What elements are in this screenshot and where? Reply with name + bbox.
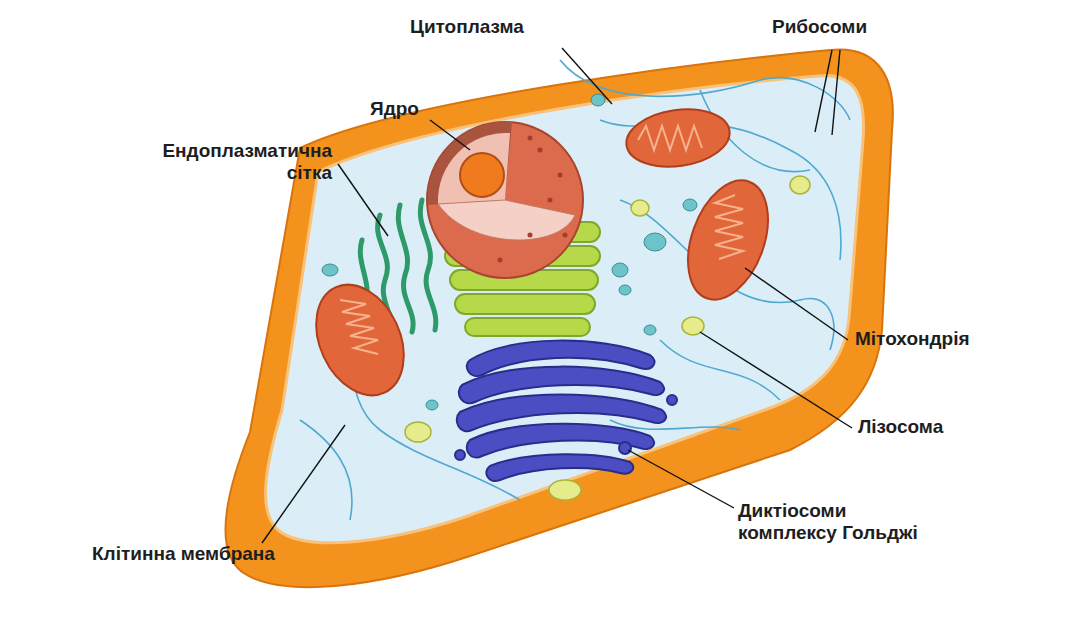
part-label: Ендоплазматична сітка: [132, 140, 332, 184]
part-label: Рибосоми: [772, 16, 912, 38]
vesicle: [644, 325, 656, 335]
mitochondrion: [623, 103, 734, 173]
lysosome: [405, 176, 810, 500]
er-band: [455, 294, 595, 314]
nuclear-envelope: [427, 122, 583, 278]
part-label: Диктіосоми комплексу Гольджі: [738, 500, 948, 544]
part-label: Лізосома: [858, 416, 1018, 438]
golgi-cistern: [486, 454, 633, 481]
vesicles: [322, 94, 697, 410]
part-label: Ядро: [370, 98, 450, 120]
cytoskeleton: [300, 60, 850, 520]
nuclear-pore: [528, 136, 533, 141]
vesicle: [612, 263, 628, 277]
mitochondrion-body: [299, 271, 421, 410]
lysosome-body: [405, 422, 431, 442]
nucleolus: [460, 153, 504, 197]
golgi-cistern: [467, 424, 654, 458]
mitochondrion: [673, 169, 783, 310]
vesicle: [322, 264, 338, 276]
filament: [610, 420, 740, 430]
leader-line: [430, 120, 470, 150]
mitochondrion: [299, 271, 421, 410]
nuclear-pore: [528, 233, 533, 238]
golgi-vesicle: [455, 450, 465, 460]
leader-line: [262, 425, 345, 543]
nuclear-pore: [498, 258, 503, 263]
lysosome-body: [549, 480, 581, 500]
leader-line: [832, 50, 840, 135]
leader-line: [745, 268, 848, 340]
part-label: Клітинна мембрана: [92, 543, 352, 565]
part-label: Мітохондрія: [855, 328, 1055, 350]
mitochondrion-cristae: [638, 126, 702, 150]
vesicle: [426, 400, 438, 410]
filament: [300, 420, 352, 520]
nucleus-cut-floor: [438, 200, 575, 240]
er-band: [465, 318, 590, 336]
golgi-vesicle: [667, 395, 677, 405]
nuclear-pore: [548, 198, 553, 203]
lysosome-body: [631, 200, 649, 216]
leader-line: [338, 164, 388, 236]
leader-line: [700, 332, 852, 428]
nuclear-pore: [558, 173, 563, 178]
leader-line: [628, 450, 734, 508]
vesicle: [644, 233, 666, 251]
nucleoplasm: [438, 133, 510, 204]
vesicle: [619, 285, 631, 295]
nucleus: [427, 122, 583, 278]
er-cistern: [398, 205, 413, 332]
nuclear-pore: [538, 148, 543, 153]
leader-lines: [262, 48, 852, 543]
mitochondrion-body: [673, 169, 783, 310]
mitochondrion-cristae: [340, 300, 378, 354]
cell-cytoplasm: [266, 76, 864, 543]
leader-line: [815, 50, 832, 132]
leader-line: [562, 48, 612, 104]
nucleus-cut-wall: [428, 122, 512, 205]
nuclear-pore: [563, 233, 568, 238]
lysosome-body: [790, 176, 810, 194]
vesicle: [591, 94, 605, 106]
mitochondrion-body: [623, 103, 734, 173]
golgi-vesicle: [619, 442, 631, 454]
vesicle: [683, 199, 697, 211]
part-label: Цитоплазма: [410, 16, 570, 38]
filament: [660, 340, 780, 400]
mitochondrion-cristae: [715, 195, 743, 259]
golgi-apparatus: [455, 341, 677, 481]
